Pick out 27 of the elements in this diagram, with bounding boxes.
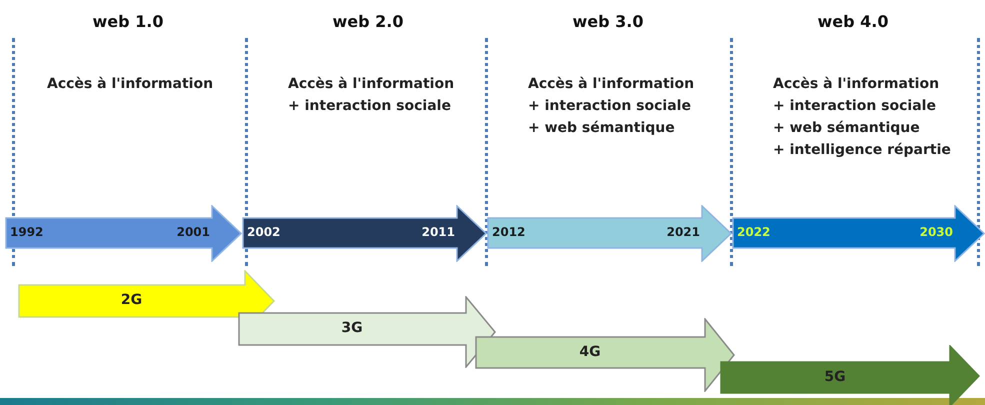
year-label: 2021 bbox=[666, 225, 700, 239]
year-label: 2002 bbox=[247, 225, 280, 239]
timeline-segment bbox=[242, 205, 487, 262]
era-heading: web 1.0 bbox=[92, 12, 164, 31]
era-heading: web 4.0 bbox=[816, 12, 890, 31]
year-label: 2012 bbox=[492, 225, 526, 239]
generation-label: 2G bbox=[120, 292, 144, 308]
timeline-segment bbox=[732, 205, 985, 262]
generation-label: 3G bbox=[340, 320, 364, 336]
year-label: 2030 bbox=[920, 225, 953, 239]
timeline-segment bbox=[5, 205, 242, 262]
generation-label: 5G bbox=[823, 368, 847, 384]
era-description: Accès à l'information + interaction sociale bbox=[288, 75, 456, 116]
timeline-segment bbox=[487, 205, 732, 262]
year-label: 2001 bbox=[176, 225, 210, 239]
generation-band bbox=[720, 345, 980, 405]
era-description: Accès à l'information + interaction sociale + web sémantique + intelligence répartie bbox=[773, 75, 952, 160]
generation-band bbox=[475, 318, 735, 392]
era-heading: web 2.0 bbox=[332, 12, 404, 31]
year-label: 1992 bbox=[10, 225, 44, 239]
generation-label: 4G bbox=[578, 344, 602, 360]
era-description: Accès à l'information + interaction sociale + web sémantique bbox=[528, 75, 696, 138]
generation-band bbox=[238, 296, 496, 368]
year-label: 2022 bbox=[737, 225, 770, 239]
era-description: Accès à l'information bbox=[47, 75, 214, 94]
era-heading: web 3.0 bbox=[572, 12, 644, 31]
year-label: 2011 bbox=[422, 225, 455, 239]
